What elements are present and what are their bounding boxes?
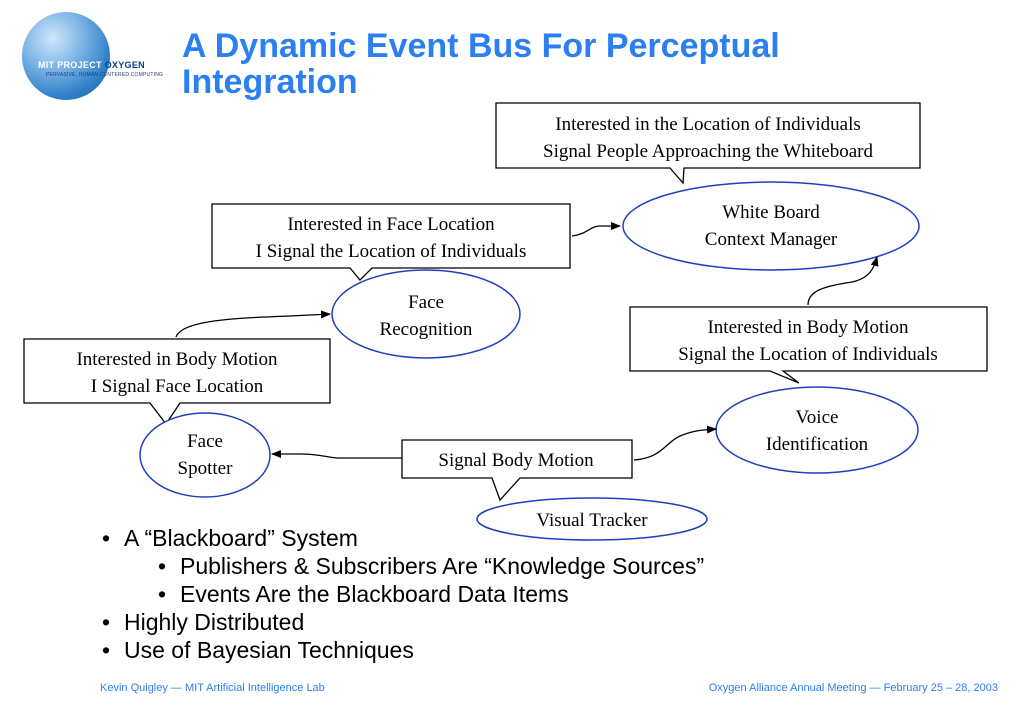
callout-whiteboard-line-1: Interested in the Location of Individual… — [555, 114, 861, 135]
arrow-body-motion-right-to-white-board — [807, 256, 879, 306]
box-body-motion-left-line-1: Interested in Body Motion — [76, 349, 278, 370]
box-body-motion-left-line-2: I Signal Face Location — [91, 376, 264, 397]
bullet-item: A “Blackboard” System — [100, 524, 704, 552]
node-voice-identification-line-2: Identification — [766, 434, 869, 455]
footer-author: Kevin Quigley — MIT Artificial Intellige… — [100, 682, 325, 694]
node-face-spotter-line-2: Spotter — [178, 458, 234, 479]
arrow-face-location-to-white-board — [571, 222, 621, 237]
logo-wordmark: MIT PROJECT OXYGEN — [38, 60, 145, 70]
box-face-location-line-1: Interested in Face Location — [287, 214, 495, 235]
node-face-recognition-line-2: Recognition — [380, 319, 473, 340]
box-face-location-line-2: I Signal the Location of Individuals — [256, 241, 527, 262]
arrow-body-motion-left-to-face-recognition — [175, 310, 331, 338]
logo-tagline: PERVASIVE, HUMAN-CENTERED COMPUTING — [46, 72, 164, 78]
footer-event: Oxygen Alliance Annual Meeting — Februar… — [708, 682, 998, 694]
box-face-location: Interested in Face Location I Signal the… — [211, 203, 571, 281]
bullet-subitem: Publishers & Subscribers Are “Knowledge … — [156, 552, 704, 580]
arrow-signal-body-motion-to-voice-identification — [633, 425, 717, 461]
box-signal-body-motion-label: Signal Body Motion — [438, 450, 594, 471]
bullet-item: Use of Bayesian Techniques — [100, 636, 704, 664]
box-body-motion-right-line-1: Interested in Body Motion — [707, 317, 909, 338]
slide-title: A Dynamic Event Bus For Perceptual Integ… — [182, 27, 780, 101]
box-body-motion-left: Interested in Body Motion I Signal Face … — [23, 338, 331, 426]
callout-whiteboard-line-2: Signal People Approaching the Whiteboard — [543, 141, 873, 162]
callout-whiteboard-interest: Interested in the Location of Individual… — [495, 102, 921, 185]
node-face-recognition: Face Recognition — [331, 269, 521, 359]
project-oxygen-logo: MIT PROJECT OXYGEN PERVASIVE, HUMAN-CENT… — [18, 10, 188, 100]
node-white-board: White Board Context Manager — [622, 181, 920, 271]
arrow-signal-body-motion-to-face-spotter — [271, 450, 402, 459]
logo-disc — [22, 12, 110, 100]
node-face-spotter: Face Spotter — [139, 412, 271, 498]
bullet-list: A “Blackboard” System Publishers & Subsc… — [100, 524, 704, 664]
node-white-board-line-2: Context Manager — [705, 229, 838, 250]
bullet-item: Highly Distributed — [100, 608, 704, 636]
box-body-motion-right: Interested in Body Motion Signal the Loc… — [629, 306, 988, 384]
node-voice-identification-line-1: Voice — [796, 407, 839, 428]
node-face-spotter-line-1: Face — [187, 431, 223, 452]
box-signal-body-motion: Signal Body Motion — [401, 439, 633, 502]
node-face-recognition-line-1: Face — [408, 292, 444, 313]
node-voice-identification: Voice Identification — [715, 386, 919, 474]
box-body-motion-right-line-2: Signal the Location of Individuals — [678, 344, 938, 365]
node-white-board-line-1: White Board — [722, 202, 820, 223]
bullet-subitem: Events Are the Blackboard Data Items — [156, 580, 704, 608]
